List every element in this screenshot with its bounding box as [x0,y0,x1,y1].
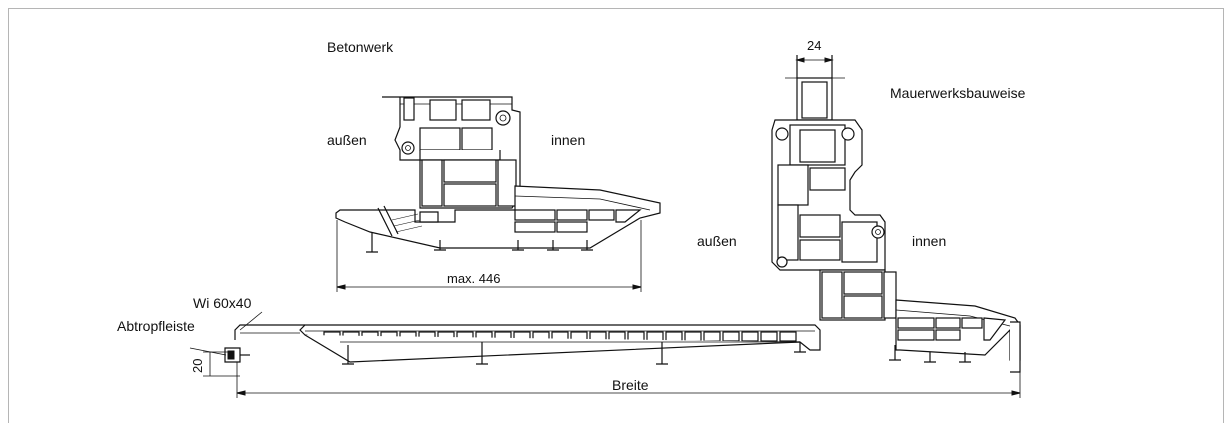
sill-chamber [646,331,664,342]
sill-chamber [760,331,778,342]
dim-24: 24 [807,38,821,53]
dim-max-446: max. 446 [447,271,500,286]
sill-chamber [665,331,683,342]
label-innen-top: innen [551,132,585,148]
label-abtropfleiste: Abtropfleiste [117,318,195,334]
betonwerk-section [335,96,661,292]
long-sill [189,311,1021,398]
sill-chamber [779,331,797,342]
drawing-frame [8,8,1224,423]
sill-chamber [684,331,702,342]
label-aussen-top: außen [327,132,367,148]
label-wi: Wi 60x40 [193,295,252,311]
title-mauerwerk: Mauerwerksbauweise [890,85,1026,101]
label-aussen-right: außen [697,233,737,249]
dim-20: 20 [190,359,205,373]
sill-chamber [703,331,721,342]
mauerwerk-section [771,55,1021,373]
dim-breite: Breite [612,377,649,393]
title-betonwerk: Betonwerk [327,39,394,55]
sill-chamber [722,331,740,342]
sill-chamber [741,331,759,342]
label-innen-right: innen [912,233,946,249]
